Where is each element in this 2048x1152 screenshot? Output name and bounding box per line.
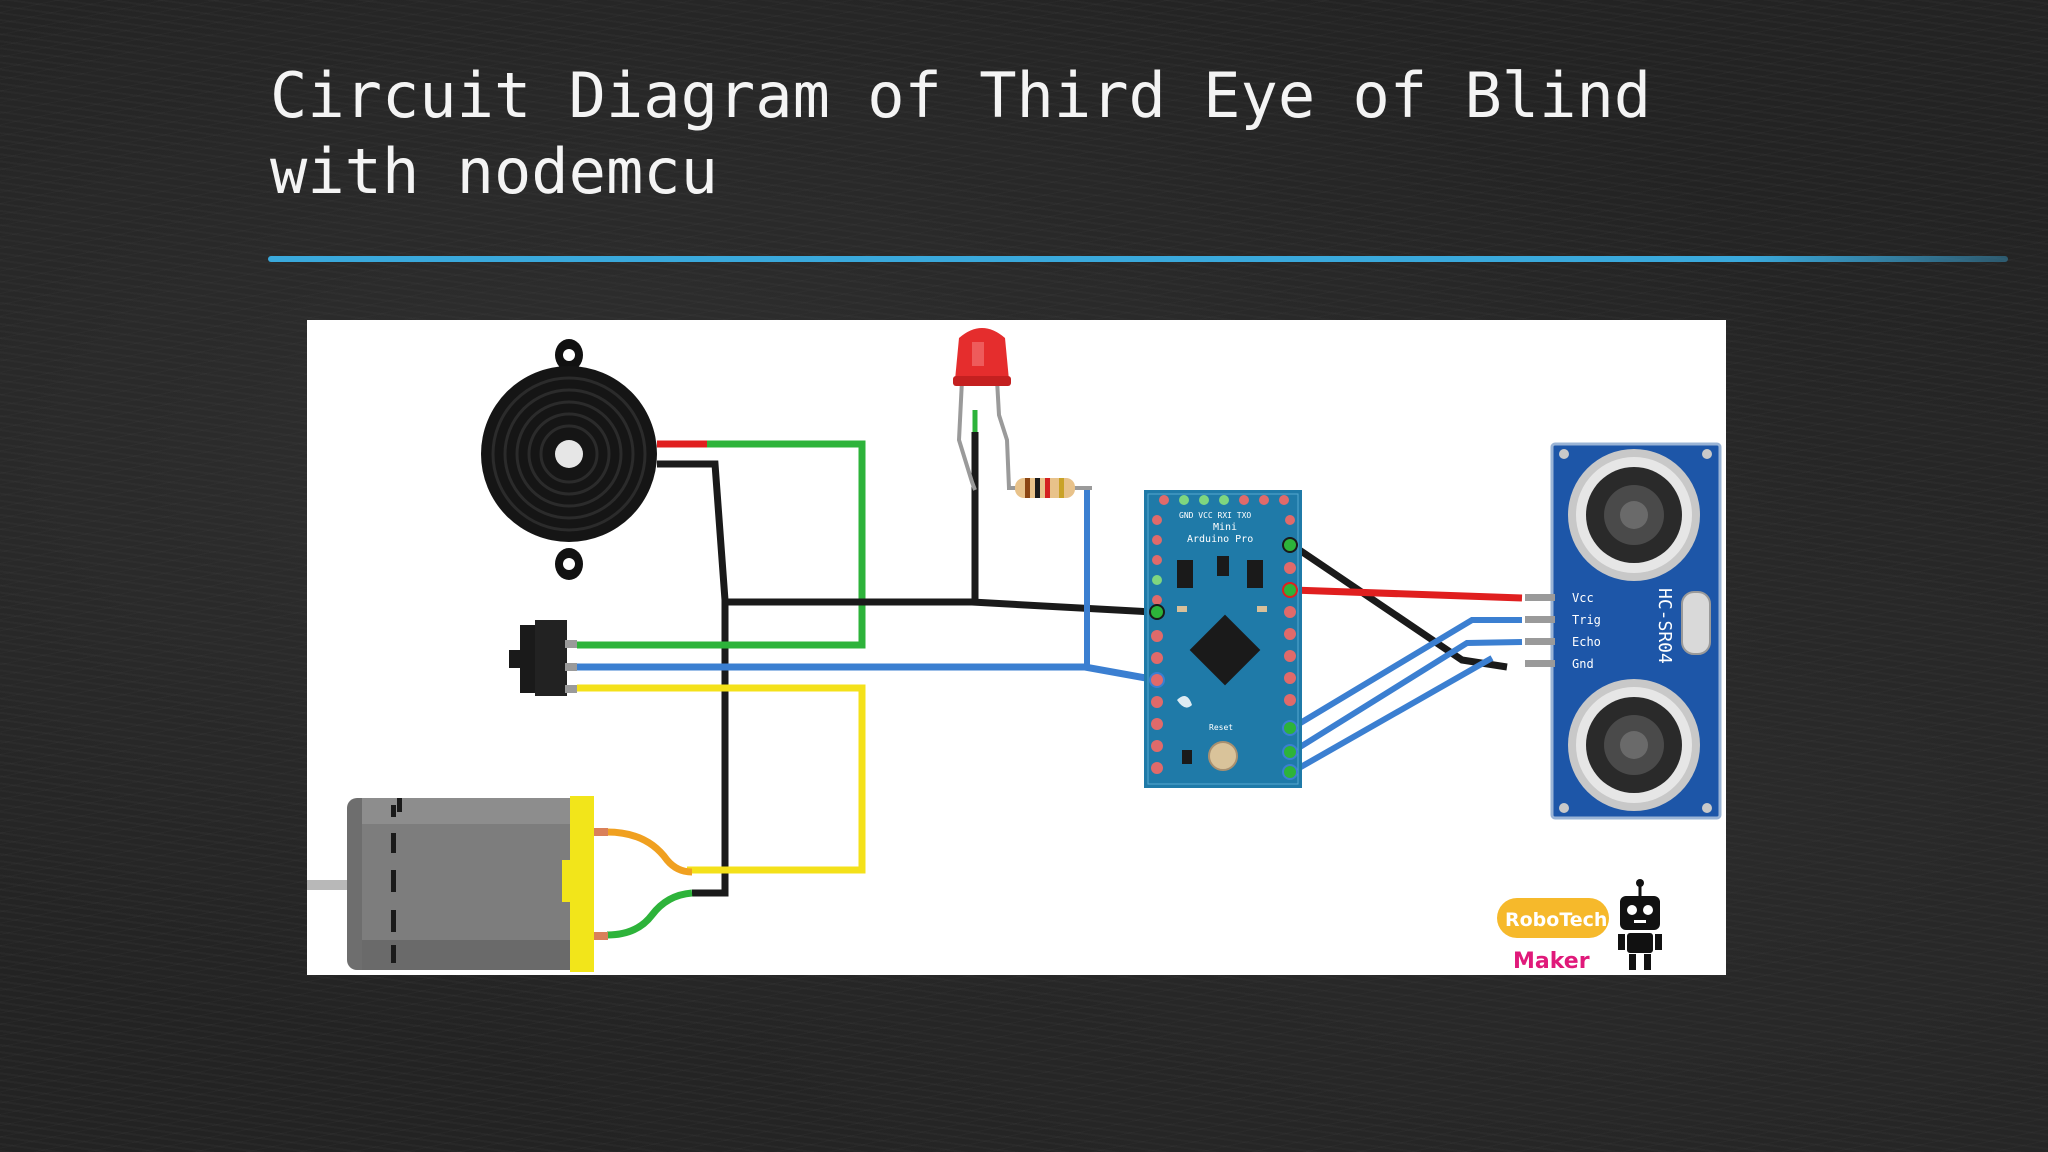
wire-green-buzzer-switch (577, 440, 866, 649)
logo-robotech-text: RoboTech (1505, 909, 1607, 931)
sensor-pin-vcc: Vcc (1572, 591, 1594, 605)
sensor-pin-gnd: Gnd (1572, 657, 1594, 671)
board-label-mini: Mini (1213, 522, 1237, 533)
wire-blue-sensor-extra (1290, 655, 1494, 775)
circuit-diagram: GND VCC RXI TXO Mini Arduino Pro Reset (307, 320, 1726, 975)
board-top-pins (1159, 495, 1289, 505)
sensor-model-label: HC-SR04 (1654, 588, 1675, 664)
dc-motor-icon (307, 796, 608, 972)
board-label-arduino-pro: Arduino Pro (1187, 534, 1253, 545)
robot-mascot-icon (1618, 879, 1662, 970)
board-right-pins (1282, 515, 1298, 780)
wire-black-ground (725, 598, 1157, 616)
sensor-pin-echo: Echo (1572, 635, 1601, 649)
arduino-pro-mini: GND VCC RXI TXO Mini Arduino Pro Reset (1144, 490, 1302, 788)
wire-buzzer-black (657, 460, 729, 897)
logo-maker-text: Maker (1513, 949, 1590, 974)
slide-title: Circuit Diagram of Third Eye of Blind wi… (270, 58, 1770, 210)
resistor-icon (1007, 478, 1092, 498)
red-led-icon (953, 328, 1022, 491)
wire-blue-switch-board (577, 663, 1158, 684)
board-left-pins (1149, 515, 1165, 774)
robotech-maker-logo: RoboTech Maker (1497, 879, 1662, 974)
board-reset-label: Reset (1209, 723, 1233, 732)
wire-black-sensor-gnd (1290, 542, 1508, 671)
hc-sr04-sensor: Vcc Trig Echo Gnd HC-SR04 (1525, 442, 1722, 820)
slide-title-line-2: with nodemcu (270, 135, 718, 208)
sensor-pin-trig: Trig (1572, 613, 1601, 627)
ultrasonic-transducer-top-icon (1568, 449, 1700, 581)
circuit-svg: GND VCC RXI TXO Mini Arduino Pro Reset (307, 328, 1722, 974)
wire-blue-sensor-trig (1290, 617, 1522, 731)
slide-switch-icon (509, 620, 577, 696)
board-top-pin-labels: GND VCC RXI TXO (1179, 511, 1251, 520)
wire-motor-orange (606, 828, 693, 876)
wire-motor-green (606, 889, 693, 939)
title-underline (268, 256, 2008, 262)
buzzer-icon (481, 339, 657, 580)
wire-red-sensor-vcc (1291, 586, 1523, 602)
slide-title-line-1: Circuit Diagram of Third Eye of Blind (270, 59, 1652, 132)
wire-blue-sensor-echo (1290, 639, 1523, 755)
ultrasonic-transducer-bottom-icon (1568, 679, 1700, 811)
wire-yellow (577, 684, 866, 874)
